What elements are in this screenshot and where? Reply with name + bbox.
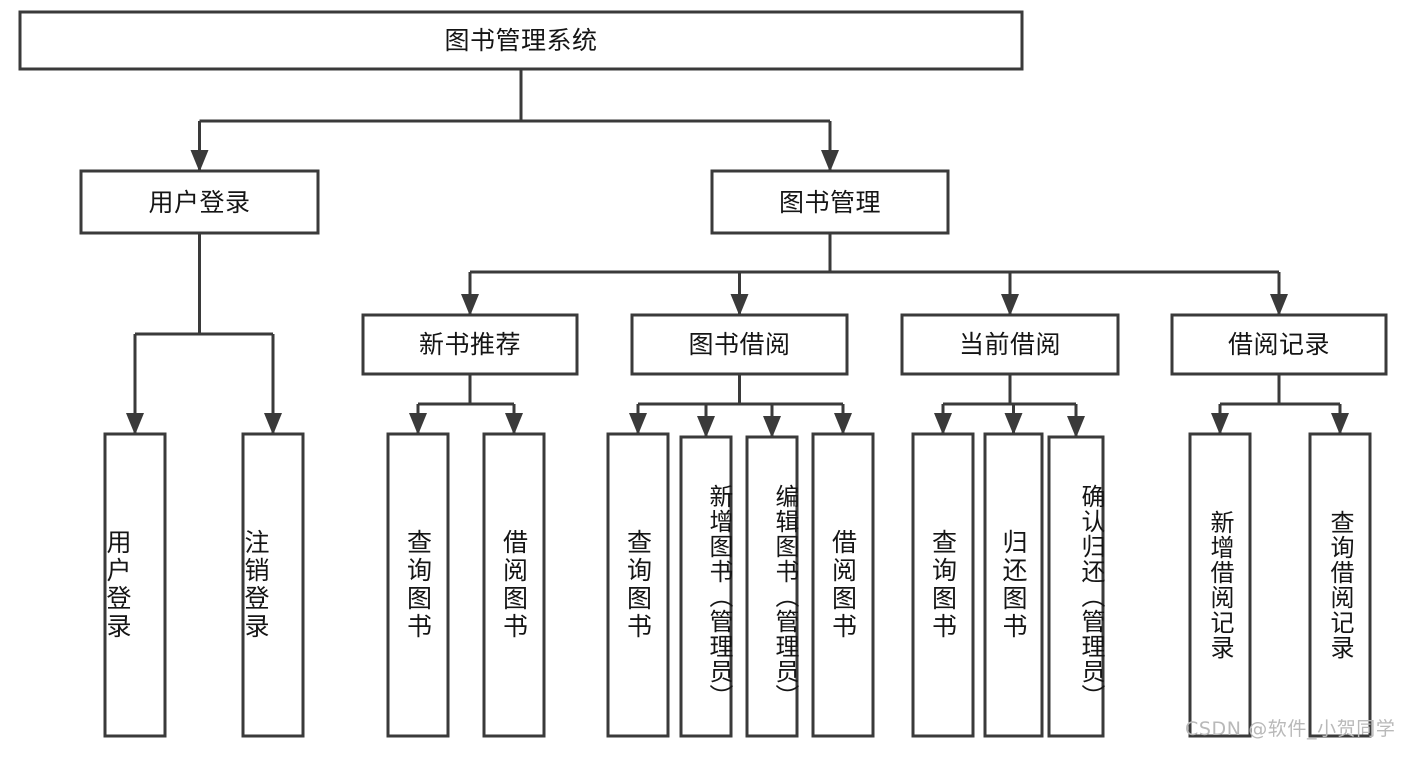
node-box-leaf-query-book-2[interactable] (608, 434, 668, 736)
arrow-head-current-borrow-to-leaf-confirm-return (1067, 416, 1085, 438)
arrow-head-book-borrow-to-leaf-query-book-2 (629, 413, 647, 435)
arrow-head-book-manage-to-book-borrow (730, 294, 749, 316)
arrow-head-book-borrow-to-leaf-borrow-book-2 (834, 413, 852, 435)
node-box-new-book-rec[interactable] (363, 315, 577, 374)
node-box-borrow-record[interactable] (1172, 315, 1386, 374)
node-box-leaf-logout[interactable] (243, 434, 303, 736)
node-box-layer (20, 12, 1386, 736)
arrow-head-new-book-rec-to-leaf-borrow-book-1 (505, 413, 523, 435)
node-box-leaf-edit-book[interactable] (747, 437, 797, 736)
flowchart-svg (0, 0, 1405, 747)
arrow-head-book-borrow-to-leaf-edit-book (763, 416, 781, 438)
node-box-leaf-return-book[interactable] (985, 434, 1042, 736)
arrow-head-book-borrow-to-leaf-add-book (697, 416, 715, 438)
flowchart-canvas: 图书管理系统用户登录图书管理新书推荐图书借阅当前借阅借阅记录用户登录注销登录查询… (0, 0, 1405, 747)
arrow-head-current-borrow-to-leaf-query-book-3 (934, 413, 952, 435)
node-box-leaf-confirm-return[interactable] (1049, 437, 1103, 736)
arrow-head-book-manage-to-current-borrow (1001, 294, 1019, 316)
arrow-head-borrow-record-to-leaf-add-record (1211, 413, 1229, 435)
node-box-current-borrow[interactable] (902, 315, 1118, 374)
arrow-head-new-book-rec-to-leaf-query-book-1 (409, 413, 427, 435)
node-box-leaf-query-book-1[interactable] (388, 434, 448, 736)
arrow-head-user-login-to-leaf-user-login (126, 413, 144, 435)
node-box-leaf-query-book-3[interactable] (913, 434, 973, 736)
arrow-head-root-to-book-manage (821, 150, 839, 172)
node-box-leaf-borrow-book-2[interactable] (813, 434, 873, 736)
node-box-user-login[interactable] (81, 171, 318, 233)
node-box-book-manage[interactable] (712, 171, 948, 233)
connector-layer (126, 69, 1349, 438)
csdn-watermark: CSDN @软件_小贺同学 (1185, 718, 1396, 740)
arrow-head-current-borrow-to-leaf-return-book (1004, 413, 1023, 435)
arrow-head-root-to-user-login (190, 150, 209, 172)
node-box-leaf-query-record[interactable] (1310, 434, 1370, 736)
arrow-head-borrow-record-to-leaf-query-record (1331, 413, 1349, 435)
arrow-head-user-login-to-leaf-logout (264, 413, 282, 435)
node-box-leaf-add-book[interactable] (681, 437, 731, 736)
node-box-leaf-user-login[interactable] (105, 434, 165, 736)
arrow-head-book-manage-to-new-book-rec (461, 294, 479, 316)
arrow-head-book-manage-to-borrow-record (1270, 294, 1288, 316)
node-box-leaf-add-record[interactable] (1190, 434, 1250, 736)
node-box-leaf-borrow-book-1[interactable] (484, 434, 544, 736)
node-box-book-borrow[interactable] (632, 315, 847, 374)
node-box-root[interactable] (20, 12, 1022, 69)
